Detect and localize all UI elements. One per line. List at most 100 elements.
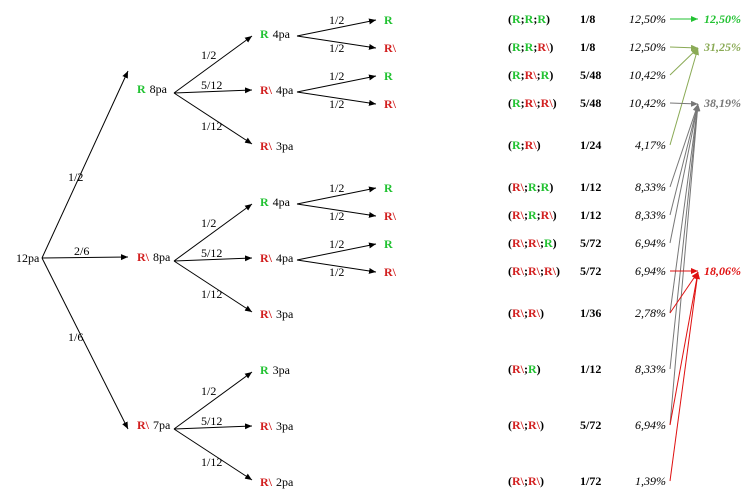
edge-l1-to-l2-5: [173, 260, 253, 313]
seq-success-symbol: R: [537, 12, 547, 26]
edge-l1-to-l2-8: [173, 428, 253, 481]
sum-line-gray-3: [669, 103, 700, 244]
outcome-percent: 6,94%: [635, 264, 666, 278]
seq-success-symbol: R: [524, 40, 534, 54]
outcome-sequence: (R\;R\): [508, 306, 544, 320]
seq-failure-symbol: R\: [528, 236, 540, 250]
outcome-percent: 1,39%: [635, 474, 666, 488]
edge-l1-to-l2-0: [173, 35, 253, 94]
seq-failure-symbol: R\: [512, 418, 524, 432]
edge-l2-to-l3-6: [296, 242, 377, 261]
node-count: 3pa: [276, 139, 294, 153]
l3-node-2: R: [384, 69, 393, 83]
l2-edge-prob-7: 5/12: [201, 414, 223, 428]
l2-edge-prob-1: 5/12: [201, 78, 223, 92]
node-count: 7pa: [153, 418, 171, 432]
seq-success-symbol: R: [540, 68, 550, 82]
l1-node-2: R\ 7pa: [137, 418, 170, 432]
node-count: 2pa: [276, 475, 294, 489]
outcome-sequence: (R\;R\): [508, 474, 544, 488]
seq-success-symbol: R: [528, 208, 537, 222]
node-count: 3pa: [276, 307, 294, 321]
total-red: 18,06%: [704, 264, 741, 278]
outcome-fraction: 5/72: [580, 236, 602, 250]
root-node: 12pa: [16, 251, 40, 265]
sum-line-gray-4: [669, 103, 701, 314]
outcome-percent: 4,17%: [635, 138, 666, 152]
l2-node-4: R\4pa: [260, 251, 293, 265]
l1-edge-prob-1: 2/6: [74, 244, 90, 258]
node-count: 3pa: [276, 419, 294, 433]
seq-success-symbol: R: [540, 180, 550, 194]
l2-edge-prob-5: 1/12: [201, 287, 223, 301]
edge-l1-to-l2-4: [173, 255, 253, 262]
l3-edge-prob-0: 1/2: [329, 13, 345, 27]
outcome-sequence: (R;R;R\): [508, 40, 554, 54]
seq-failure-symbol: R\: [528, 418, 540, 432]
outcome-sequence: (R\;R;R): [508, 180, 554, 194]
tree-edges: [41, 18, 377, 481]
l2-node-5: R\ 3pa: [260, 307, 293, 321]
sum-line-red-1: [669, 271, 699, 314]
seq-failure-symbol: R\: [528, 264, 540, 278]
l3-edge-prob-2: 1/2: [329, 69, 345, 83]
node-symbol: R: [260, 363, 269, 377]
l2-edge-prob-8: 1/12: [201, 455, 223, 469]
l2-edge-prob-6: 1/2: [201, 384, 217, 398]
l3-edge-prob-3: 1/2: [329, 97, 345, 111]
edge-root-to-l1-2: [41, 257, 129, 430]
edge-root-to-l1-0: [41, 70, 129, 259]
seq-success-symbol: R: [512, 68, 521, 82]
l2-node-7: R\3pa: [260, 419, 293, 433]
seq-success-symbol: R: [512, 138, 521, 152]
outcome-sequence: (R\;R;R\): [508, 208, 557, 222]
sum-line-red-3: [669, 271, 701, 482]
sum-line-gray-0: [669, 100, 699, 107]
seq-success-symbol: R: [512, 96, 521, 110]
seq-failure-symbol: R\: [512, 362, 524, 376]
node-symbol: R\: [137, 418, 149, 432]
l2-node-1: R\4pa: [260, 83, 293, 97]
seq-failure-symbol: R\: [524, 96, 537, 110]
outcome-fraction: 5/72: [580, 264, 602, 278]
outcome-sequence: (R;R;R): [508, 12, 551, 26]
outcome-percent: 8,33%: [635, 362, 666, 376]
edge-l2-to-l3-5: [296, 203, 377, 218]
outcome-percent: 6,94%: [635, 236, 666, 250]
seq-failure-symbol: R\: [512, 306, 524, 320]
l2-node-2: R\3pa: [260, 139, 293, 153]
node-symbol: R\: [260, 307, 272, 321]
outcome-sequence: (R\;R\;R): [508, 236, 557, 250]
l3-node-4: R: [384, 181, 393, 195]
l2-edge-prob-3: 1/2: [201, 216, 217, 230]
edge-l2-to-l3-0: [296, 18, 377, 37]
total-gray: 38,19%: [704, 96, 741, 110]
l1-node-1: R\ 8pa: [137, 250, 170, 264]
l3-node-6: R: [384, 237, 393, 251]
seq-failure-symbol: R\: [512, 236, 524, 250]
node-symbol: R\: [260, 251, 272, 265]
edge-l1-to-l2-6: [173, 371, 253, 430]
outcome-fraction: 1/12: [580, 208, 602, 222]
seq-failure-symbol: R\: [544, 264, 556, 278]
node-symbol: R: [260, 195, 269, 209]
seq-success-symbol: R: [524, 12, 534, 26]
outcome-fraction: 5/48: [580, 68, 602, 82]
sum-line-gray-1: [669, 103, 699, 188]
outcome-percent: 10,42%: [629, 96, 666, 110]
seq-success-symbol: R: [512, 12, 521, 26]
node-symbol: R\: [137, 250, 149, 264]
node-count: 8pa: [153, 250, 171, 264]
l3-edge-prob-1: 1/2: [329, 41, 345, 55]
outcome-fraction: 1/12: [580, 362, 602, 376]
outcome-fraction: 1/24: [580, 138, 602, 152]
outcome-percent: 12,50%: [629, 12, 666, 26]
outcome-percent: 12,50%: [629, 40, 666, 54]
outcome-sequence: (R\;R\;R\): [508, 264, 560, 278]
outcome-percent: 8,33%: [635, 208, 666, 222]
total-green: 12,50%: [704, 12, 741, 26]
l1-edge-prob-2: 1/6: [68, 330, 84, 344]
